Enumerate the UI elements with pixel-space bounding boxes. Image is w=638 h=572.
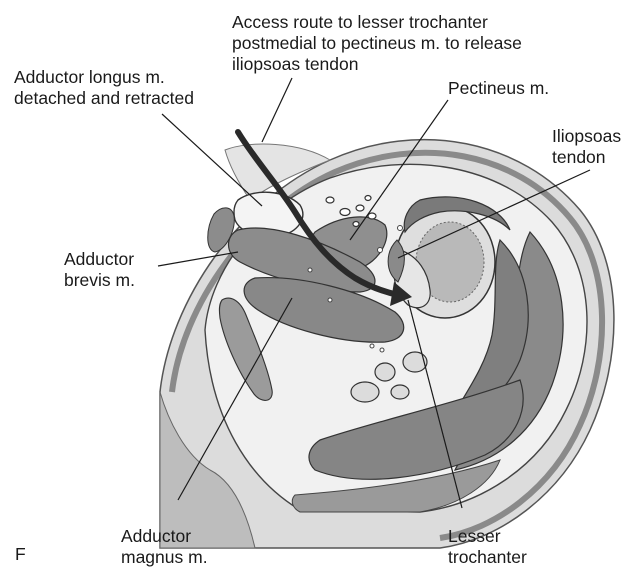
label-lesser-trochanter: Lesser trochanter: [448, 526, 527, 568]
label-adductor-longus-line1: Adductor longus m.: [14, 67, 194, 88]
label-lesser-trochanter-line1: Lesser: [448, 526, 527, 547]
label-adductor-brevis-line1: Adductor: [64, 249, 135, 270]
label-access-route: Access route to lesser trochanter postme…: [232, 12, 522, 75]
label-adductor-longus: Adductor longus m. detached and retracte…: [14, 67, 194, 109]
leader-access-route: [262, 78, 292, 142]
label-adductor-brevis: Adductor brevis m.: [64, 249, 135, 291]
panel-letter: F: [15, 544, 26, 565]
label-adductor-magnus-line1: Adductor: [121, 526, 208, 547]
label-adductor-magnus: Adductor magnus m.: [121, 526, 208, 568]
label-access-route-line3: iliopsoas tendon: [232, 54, 522, 75]
label-access-route-line1: Access route to lesser trochanter: [232, 12, 522, 33]
label-adductor-magnus-line2: magnus m.: [121, 547, 208, 568]
label-iliopsoas-line1: Iliopsoas: [552, 126, 621, 147]
label-pectineus-line1: Pectineus m.: [448, 78, 549, 99]
label-iliopsoas-line2: tendon: [552, 147, 621, 168]
label-iliopsoas: Iliopsoas tendon: [552, 126, 621, 168]
label-adductor-longus-line2: detached and retracted: [14, 88, 194, 109]
label-pectineus: Pectineus m.: [448, 78, 549, 99]
label-lesser-trochanter-line2: trochanter: [448, 547, 527, 568]
label-adductor-brevis-line2: brevis m.: [64, 270, 135, 291]
label-access-route-line2: postmedial to pectineus m. to release: [232, 33, 522, 54]
